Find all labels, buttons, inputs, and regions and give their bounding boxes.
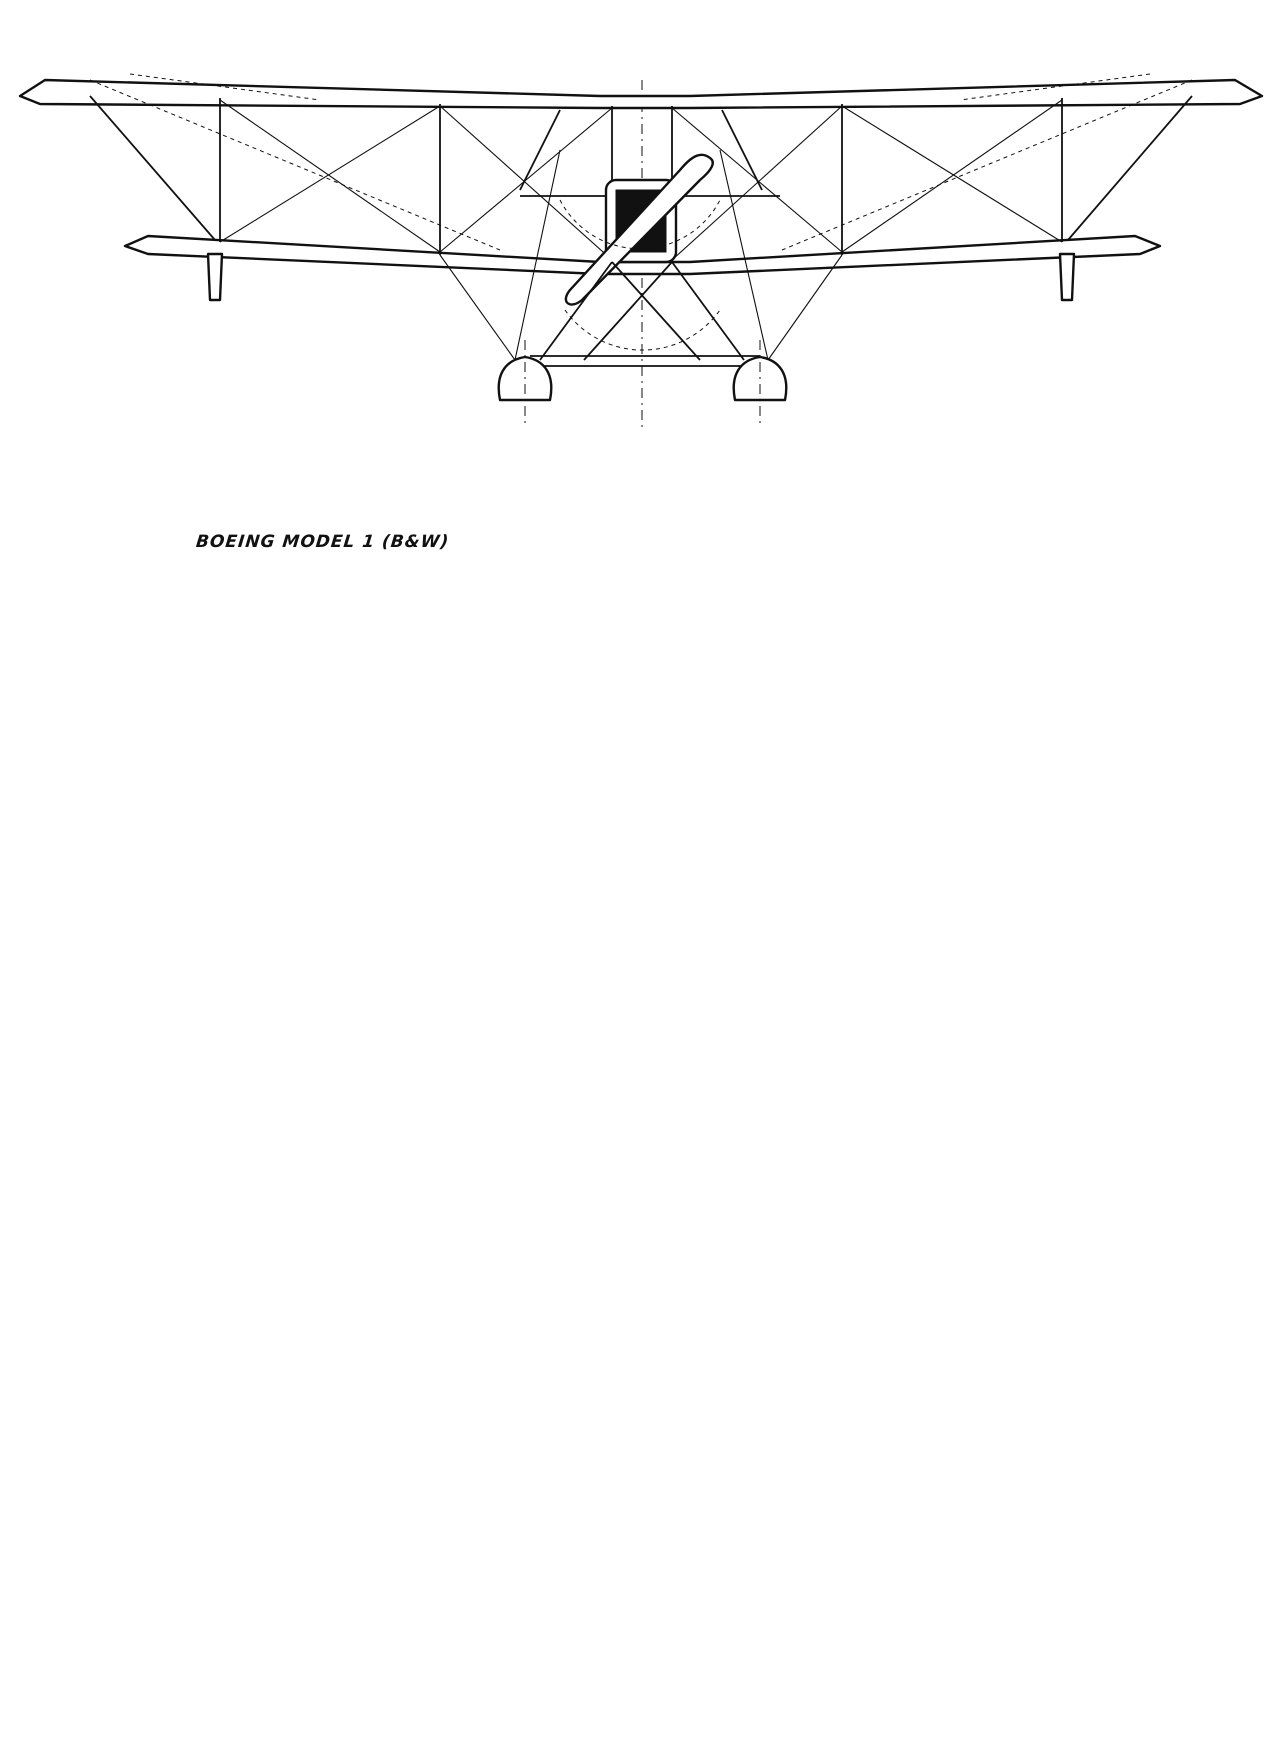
interplane-struts [89,95,1193,262]
drawing-caption: BOEING MODEL 1 (B&W) [194,532,451,552]
upper-wing [18,78,1264,110]
right-wingtip-float [1058,252,1076,302]
left-wingtip-float [206,252,224,302]
propeller [564,153,714,306]
front-view [18,73,1264,430]
bracing-wires [89,73,1193,361]
